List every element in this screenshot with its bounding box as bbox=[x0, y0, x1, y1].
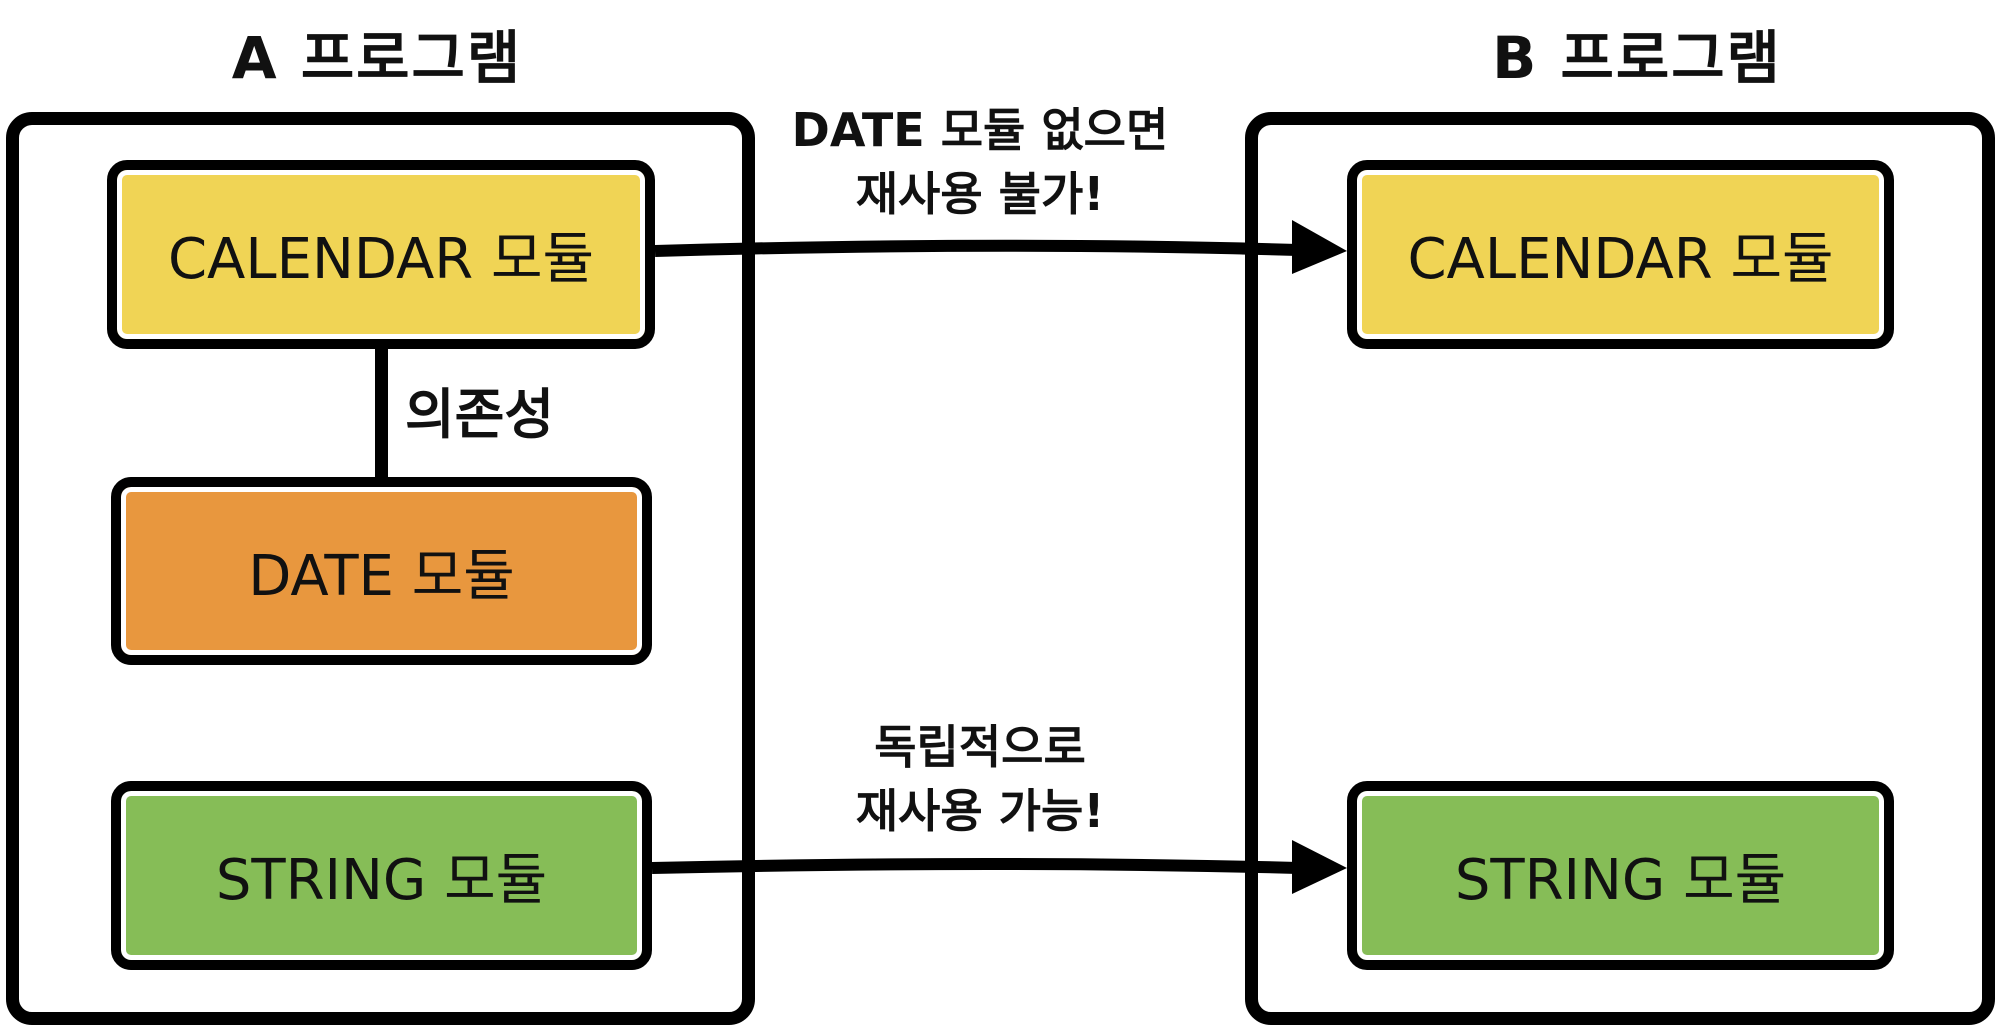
dependency-line bbox=[375, 345, 388, 482]
program-a-container bbox=[6, 112, 755, 1025]
program-b-container bbox=[1245, 112, 1995, 1025]
calendar-reuse-note: DATE 모듈 없으면 재사용 불가! bbox=[780, 98, 1180, 226]
program-b-calendar-module-label: CALENDAR 모듈 bbox=[1407, 227, 1834, 292]
string-reuse-note-line2: 재사용 가능! bbox=[855, 784, 1105, 838]
program-b-string-module-label: STRING 모듈 bbox=[1454, 848, 1787, 913]
string-reuse-note: 독립적으로 재사용 가능! bbox=[780, 715, 1180, 843]
program-a-title: A 프로그램 bbox=[231, 24, 523, 92]
calendar-reuse-note-line2: 재사용 불가! bbox=[855, 167, 1105, 221]
program-a-string-module-label: STRING 모듈 bbox=[215, 848, 548, 913]
calendar-reuse-note-line1: DATE 모듈 없으면 bbox=[791, 103, 1169, 157]
program-b-string-module: STRING 모듈 bbox=[1347, 781, 1894, 970]
program-b-calendar-module: CALENDAR 모듈 bbox=[1347, 160, 1894, 349]
program-a-date-module: DATE 모듈 bbox=[111, 477, 652, 665]
program-a-calendar-module-label: CALENDAR 모듈 bbox=[167, 227, 595, 292]
program-a-calendar-module: CALENDAR 모듈 bbox=[107, 160, 655, 349]
dependency-label: 의존성 bbox=[405, 383, 555, 446]
program-a-date-module-label: DATE 모듈 bbox=[248, 543, 515, 609]
string-reuse-note-line1: 독립적으로 bbox=[874, 720, 1086, 774]
program-b-title: B 프로그램 bbox=[1492, 24, 1782, 92]
program-a-string-module: STRING 모듈 bbox=[111, 781, 652, 970]
